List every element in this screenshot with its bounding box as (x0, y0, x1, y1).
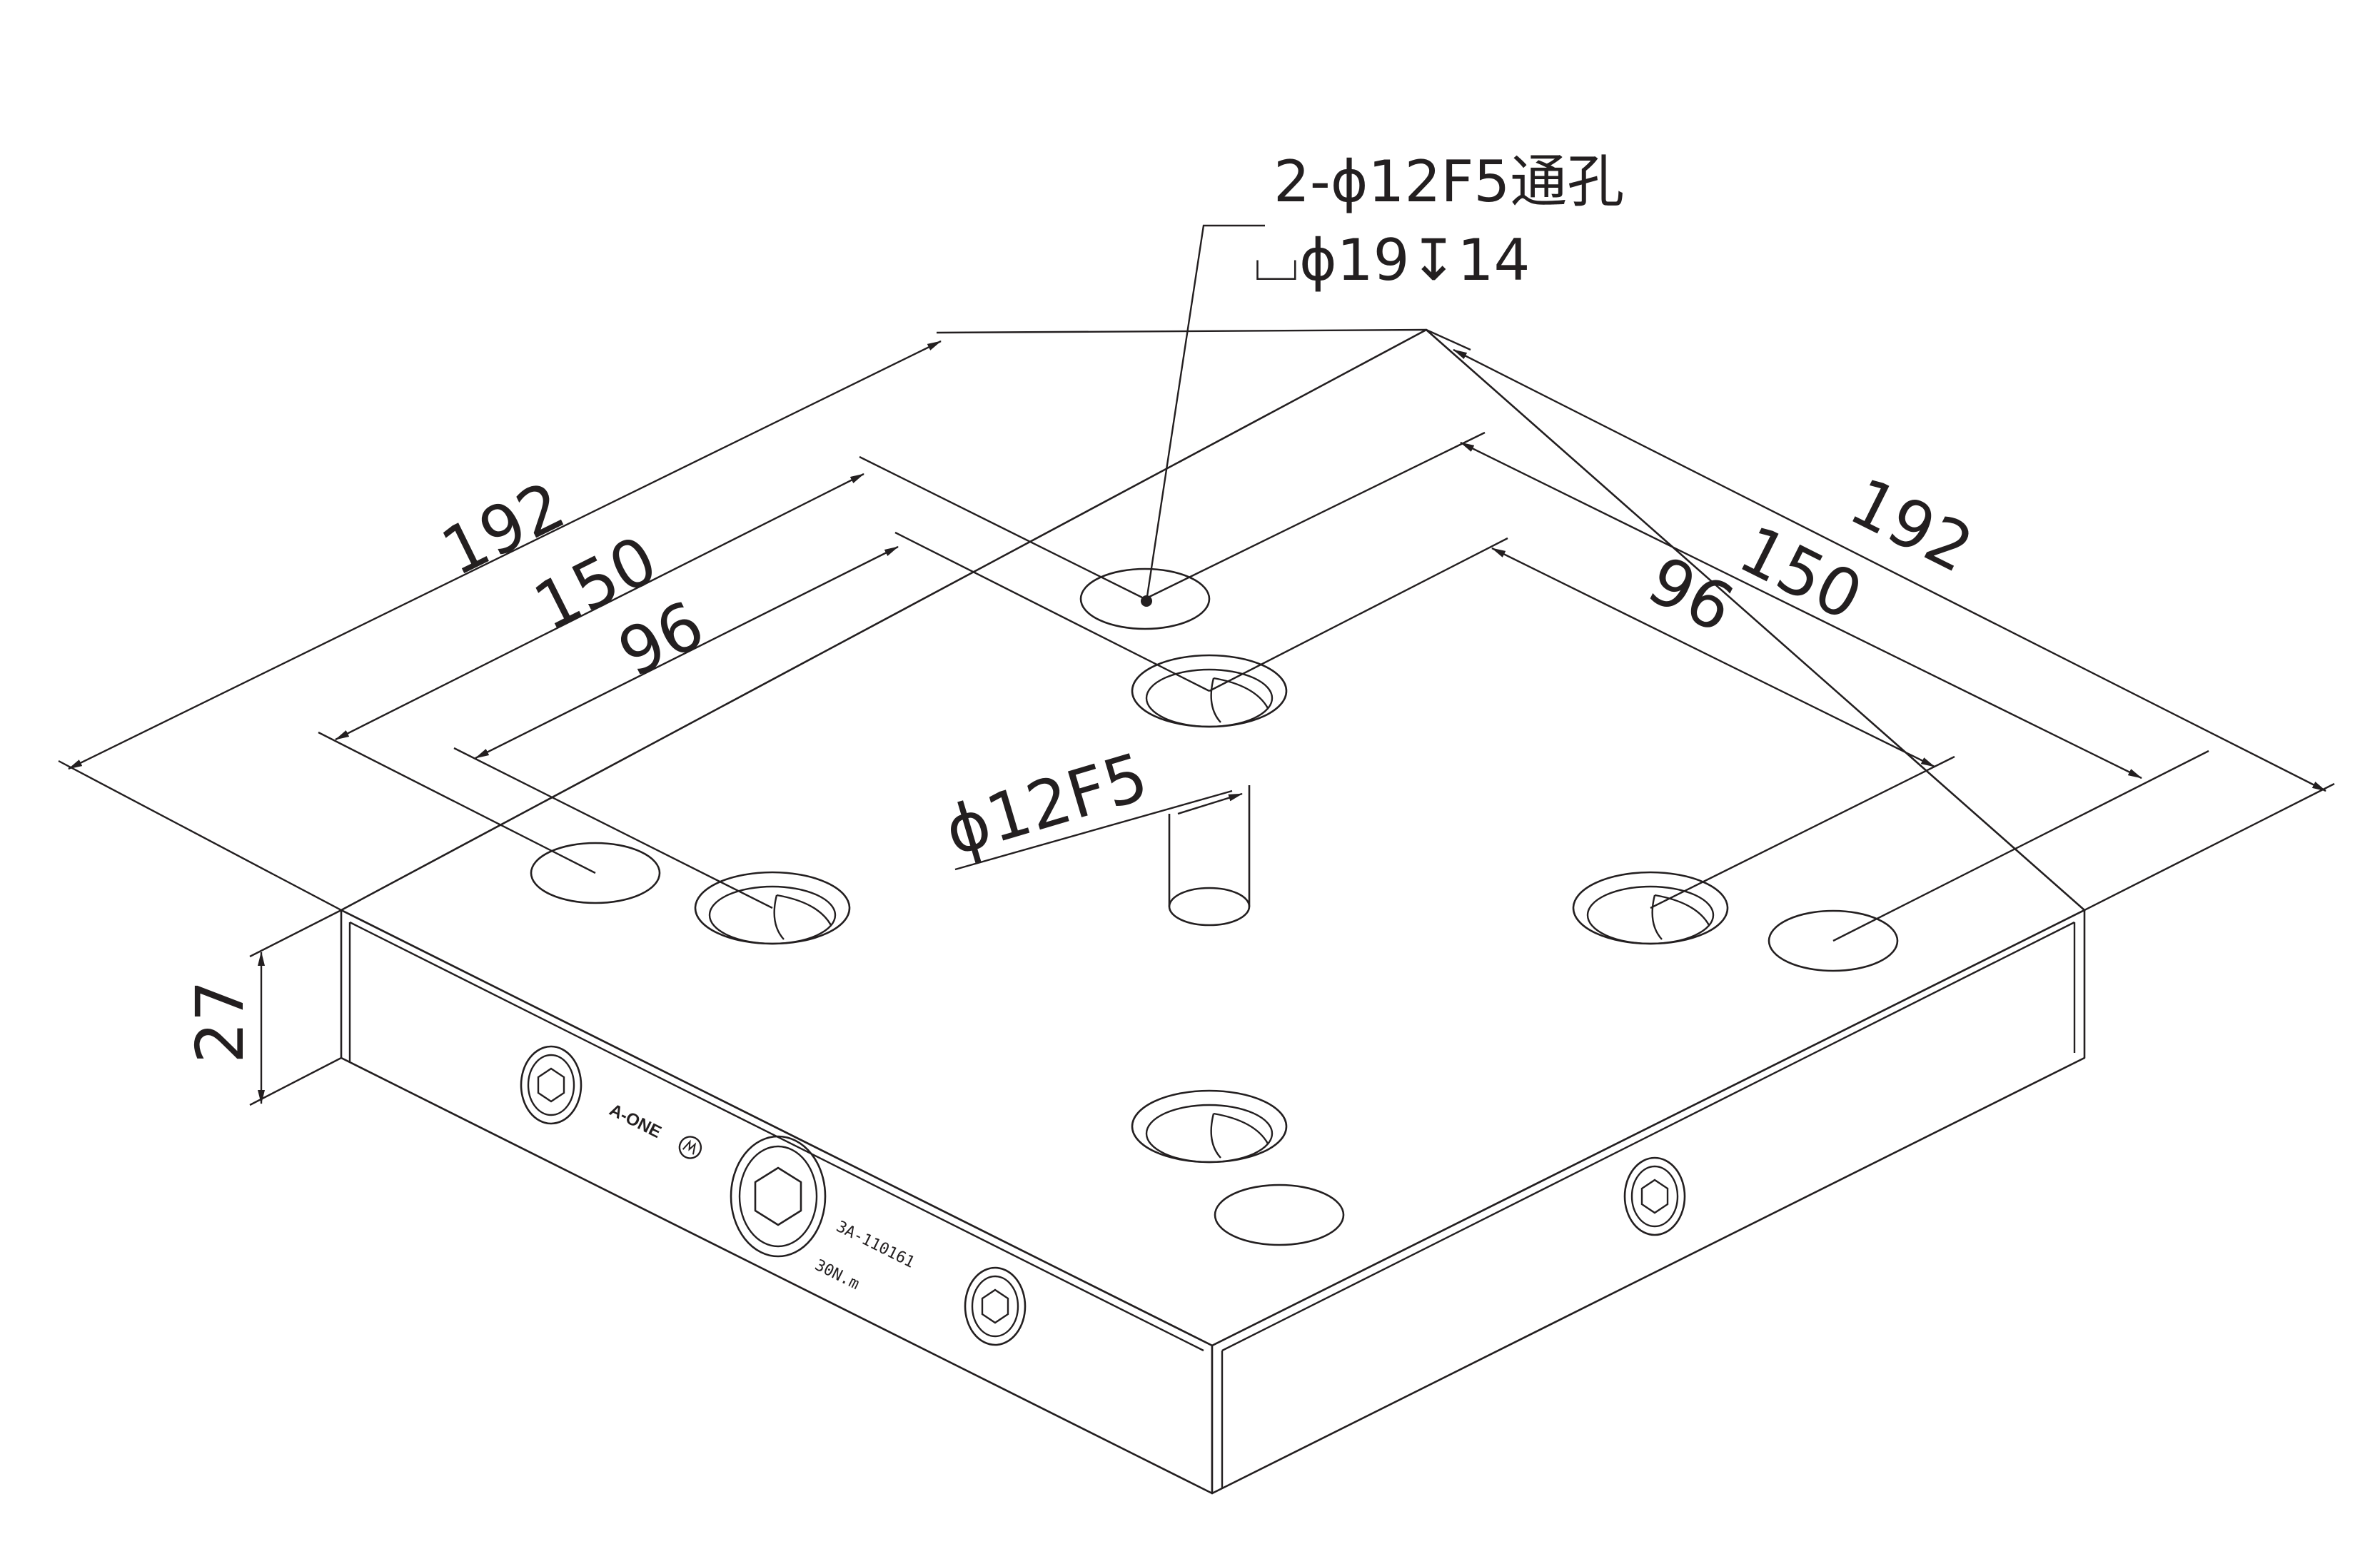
ext-line-96-right-a (1650, 755, 1955, 909)
callout-line-2: ⌴ϕ19↧14 (1254, 227, 1530, 293)
hex-socket-plug-1 (520, 1045, 583, 1125)
hex-socket-plug-2 (964, 1266, 1027, 1346)
ext-line-27-bottom (249, 1056, 342, 1106)
hole-callout: 2-ϕ12F5通孔 ⌴ϕ19↧14 (1141, 148, 1624, 607)
ext-line-150-left-b (859, 455, 1146, 600)
plate-right-side-face (1211, 909, 2086, 1495)
counterbore-hole-right (1572, 871, 1729, 945)
ext-line-27-top (249, 909, 342, 958)
center-pin (1168, 785, 1251, 927)
top-holes (530, 567, 1899, 1246)
ext-line-192-right-b (1426, 328, 1471, 351)
ext-line-96-right-b (1209, 537, 1508, 692)
through-hole-front (1214, 1184, 1345, 1246)
counterbore-hole-left (694, 871, 851, 945)
ext-line-192-right-a (2084, 782, 2335, 912)
hex-socket-plug-3 (1623, 1156, 1686, 1236)
ext-line-150-right-a (1832, 750, 2209, 942)
counterbore-hole-top (1131, 654, 1288, 728)
ext-line-150-left-a (318, 731, 596, 874)
ext-line-96-left-b (894, 531, 1210, 692)
plate-top-face (340, 328, 2086, 1347)
leader-pin-diameter (954, 789, 1233, 871)
edge-chamfer-right (1221, 921, 2075, 1352)
ext-line-96-left-a (453, 747, 773, 909)
through-hole-right (1768, 909, 1899, 972)
through-hole-back (1079, 567, 1211, 630)
hex-socket-plug-main (730, 1135, 827, 1258)
arrow-pin-diameter (1177, 792, 1243, 815)
dim-label-27: 27 (182, 980, 258, 1064)
ext-line-150-right-b (1144, 431, 1486, 600)
dim-line-96-left (475, 545, 899, 760)
callout-line-1: 2-ϕ12F5通孔 (1274, 148, 1624, 215)
callout-leader-dot (1141, 595, 1152, 607)
callout-leader (1145, 224, 1265, 602)
ext-line-192-left-a (58, 760, 342, 912)
dim-line-96-right (1491, 547, 1935, 768)
counterbore-hole-front (1131, 1089, 1288, 1164)
through-hole-left (530, 842, 661, 904)
ext-line-192-left-b (936, 328, 1427, 334)
